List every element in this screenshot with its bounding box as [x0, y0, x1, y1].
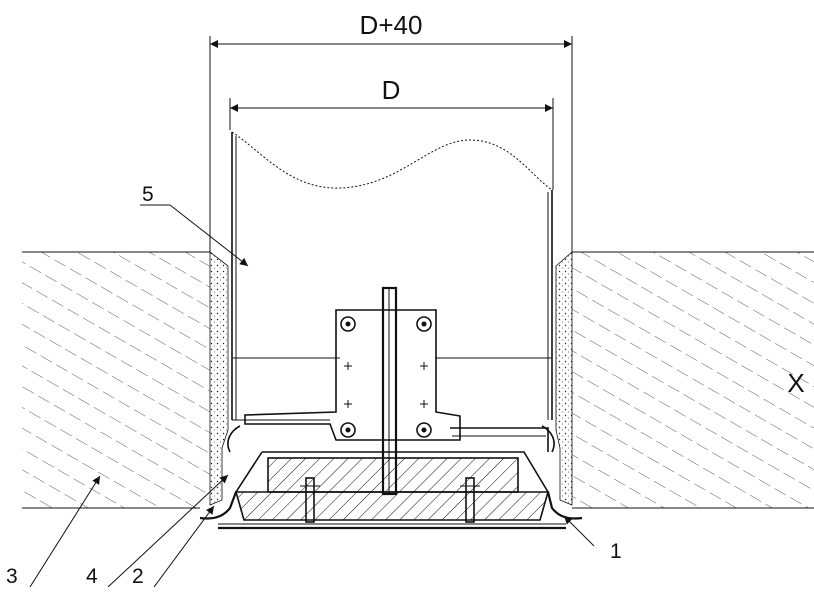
dimension-outer-width: D+40 [210, 10, 572, 48]
duct [231, 131, 553, 421]
ceiling-left [22, 251, 210, 509]
bracket-screws [340, 316, 432, 438]
callout-5: 5 [140, 183, 249, 267]
svg-text:5: 5 [142, 183, 154, 206]
dimension-inner-label: D [382, 75, 401, 105]
svg-text:2: 2 [132, 565, 144, 587]
dimension-outer-label: D+40 [360, 10, 423, 40]
callout-4: 4 [86, 474, 229, 588]
callout-2: 2 [132, 505, 215, 588]
dimension-height-label: X [787, 368, 804, 398]
svg-text:3: 3 [6, 565, 18, 587]
callout-1: 1 [563, 515, 622, 563]
diffuser-bolts [300, 477, 480, 523]
svg-text:4: 4 [86, 565, 98, 587]
svg-text:1: 1 [610, 540, 622, 563]
callout-3: 3 [6, 475, 101, 588]
ceiling-right [572, 251, 814, 509]
diffuser [199, 425, 583, 530]
dimension-inner-width: D [230, 75, 553, 112]
insulation-fill [209, 251, 573, 506]
